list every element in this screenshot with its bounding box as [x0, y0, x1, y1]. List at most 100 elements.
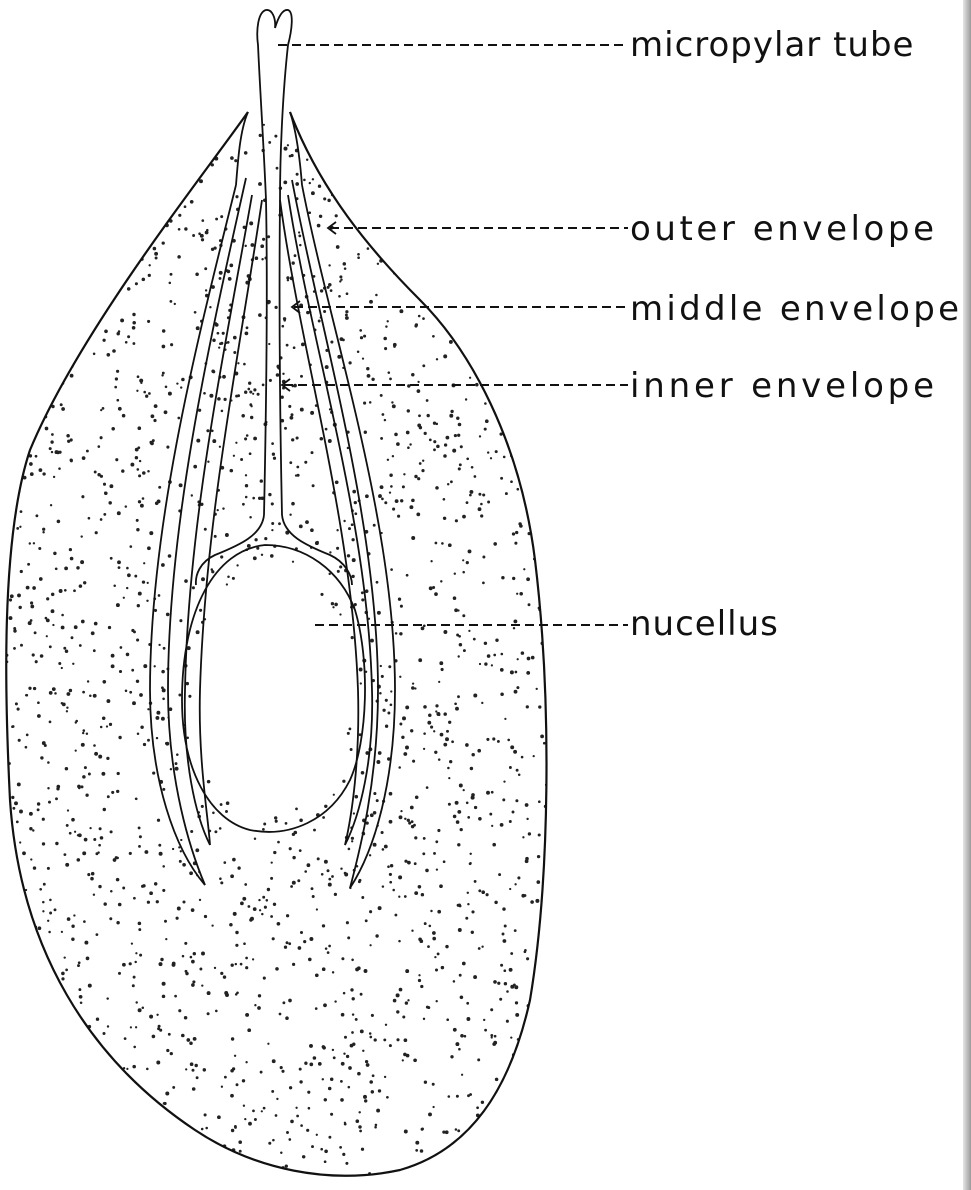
stipple-dot	[489, 107, 492, 110]
stipple-dot	[407, 384, 410, 387]
stipple-dot	[86, 957, 90, 961]
stipple-dot	[293, 1185, 297, 1189]
stipple-dot	[51, 593, 54, 596]
stipple-dot	[396, 127, 399, 130]
stipple-dot	[25, 288, 28, 291]
stipple-dot	[18, 739, 21, 742]
stipple-dot	[248, 905, 251, 908]
stipple-dot	[327, 951, 330, 954]
stipple-dot	[516, 769, 519, 772]
stipple-dot	[22, 851, 26, 855]
stipple-dot	[331, 104, 335, 108]
stipple-dot	[235, 963, 237, 965]
stipple-dot	[431, 217, 434, 220]
stipple-dot	[529, 1022, 533, 1026]
stipple-dot	[505, 282, 507, 284]
stipple-dot	[392, 230, 396, 234]
stipple-dot	[127, 335, 130, 338]
stipple-dot	[443, 454, 447, 458]
stipple-dot	[48, 193, 51, 196]
stipple-dot	[40, 242, 42, 244]
stipple-dot	[185, 1068, 187, 1070]
stipple-dot	[497, 372, 500, 375]
stipple-dot	[249, 452, 252, 455]
stipple-dot	[450, 480, 453, 483]
stipple-dot	[553, 261, 557, 265]
stipple-dot	[101, 192, 104, 195]
stipple-dot	[152, 198, 156, 202]
stipple-dot	[324, 805, 327, 808]
stipple-dot	[411, 536, 415, 540]
stipple-dot	[135, 191, 137, 193]
stipple-dot	[51, 609, 55, 613]
stipple-dot	[509, 820, 512, 823]
stipple-dot	[324, 860, 328, 864]
stipple-dot	[81, 1057, 84, 1060]
stipple-dot	[66, 710, 68, 712]
stipple-dot	[48, 1036, 51, 1039]
stipple-dot	[21, 242, 25, 246]
stipple-dot	[49, 316, 52, 319]
stipple-dot	[516, 593, 518, 595]
stipple-dot	[20, 644, 23, 647]
stipple-dot	[218, 346, 220, 348]
stipple-dot	[427, 414, 430, 417]
stipple-dot	[132, 984, 135, 987]
stipple-dot	[111, 115, 114, 118]
stipple-dot	[389, 491, 391, 493]
stipple-dot	[147, 546, 151, 550]
stipple-dot	[235, 442, 237, 444]
stipple-dot	[135, 211, 137, 213]
stipple-dot	[245, 1013, 249, 1017]
stipple-dot	[514, 929, 517, 932]
stipple-dot	[4, 1093, 8, 1097]
stipple-dot	[462, 571, 465, 574]
stipple-dot	[384, 845, 388, 849]
stipple-dot	[162, 688, 166, 692]
stipple-dot	[84, 838, 88, 842]
stipple-dot	[233, 120, 236, 123]
stipple-dot	[499, 312, 503, 316]
stipple-dot	[90, 877, 94, 881]
stipple-dot	[93, 649, 96, 652]
stipple-dot	[299, 819, 303, 823]
stipple-dot	[71, 636, 74, 639]
stipple-dot	[421, 627, 425, 631]
stipple-dot	[12, 1046, 16, 1050]
stipple-dot	[530, 1089, 533, 1092]
stipple-dot	[271, 502, 274, 505]
stipple-dot	[403, 752, 407, 756]
stipple-dot	[458, 1048, 461, 1051]
stipple-dot	[33, 866, 36, 869]
stipple-dot	[487, 335, 490, 338]
stipple-dot	[78, 1066, 81, 1069]
stipple-dot	[255, 256, 259, 260]
stipple-dot	[357, 966, 361, 970]
stipple-dot	[549, 364, 552, 367]
stipple-dot	[163, 1102, 166, 1105]
stipple-dot	[548, 966, 552, 970]
stipple-dot	[13, 890, 17, 894]
stipple-dot	[70, 1113, 73, 1116]
stipple-dot	[494, 1035, 497, 1038]
stipple-dot	[10, 594, 14, 598]
stipple-dot	[390, 690, 392, 692]
stipple-dot	[285, 822, 288, 825]
stipple-dot	[352, 558, 356, 562]
stipple-dot	[107, 1025, 109, 1027]
stipple-dot	[399, 815, 403, 819]
stipple-dot	[290, 885, 293, 888]
stipple-dot	[177, 187, 181, 191]
stipple-dot	[137, 375, 140, 378]
stipple-dot	[402, 1059, 404, 1061]
stipple-dot	[161, 670, 165, 674]
stipple-dot	[147, 470, 150, 473]
stipple-dot	[500, 668, 504, 672]
stipple-dot	[192, 586, 195, 589]
stipple-dot	[116, 332, 119, 335]
stipple-dot	[63, 647, 66, 650]
stipple-dot	[347, 107, 350, 110]
stipple-dot	[165, 1138, 169, 1142]
stipple-dot	[80, 560, 84, 564]
stipple-dot	[361, 771, 365, 775]
